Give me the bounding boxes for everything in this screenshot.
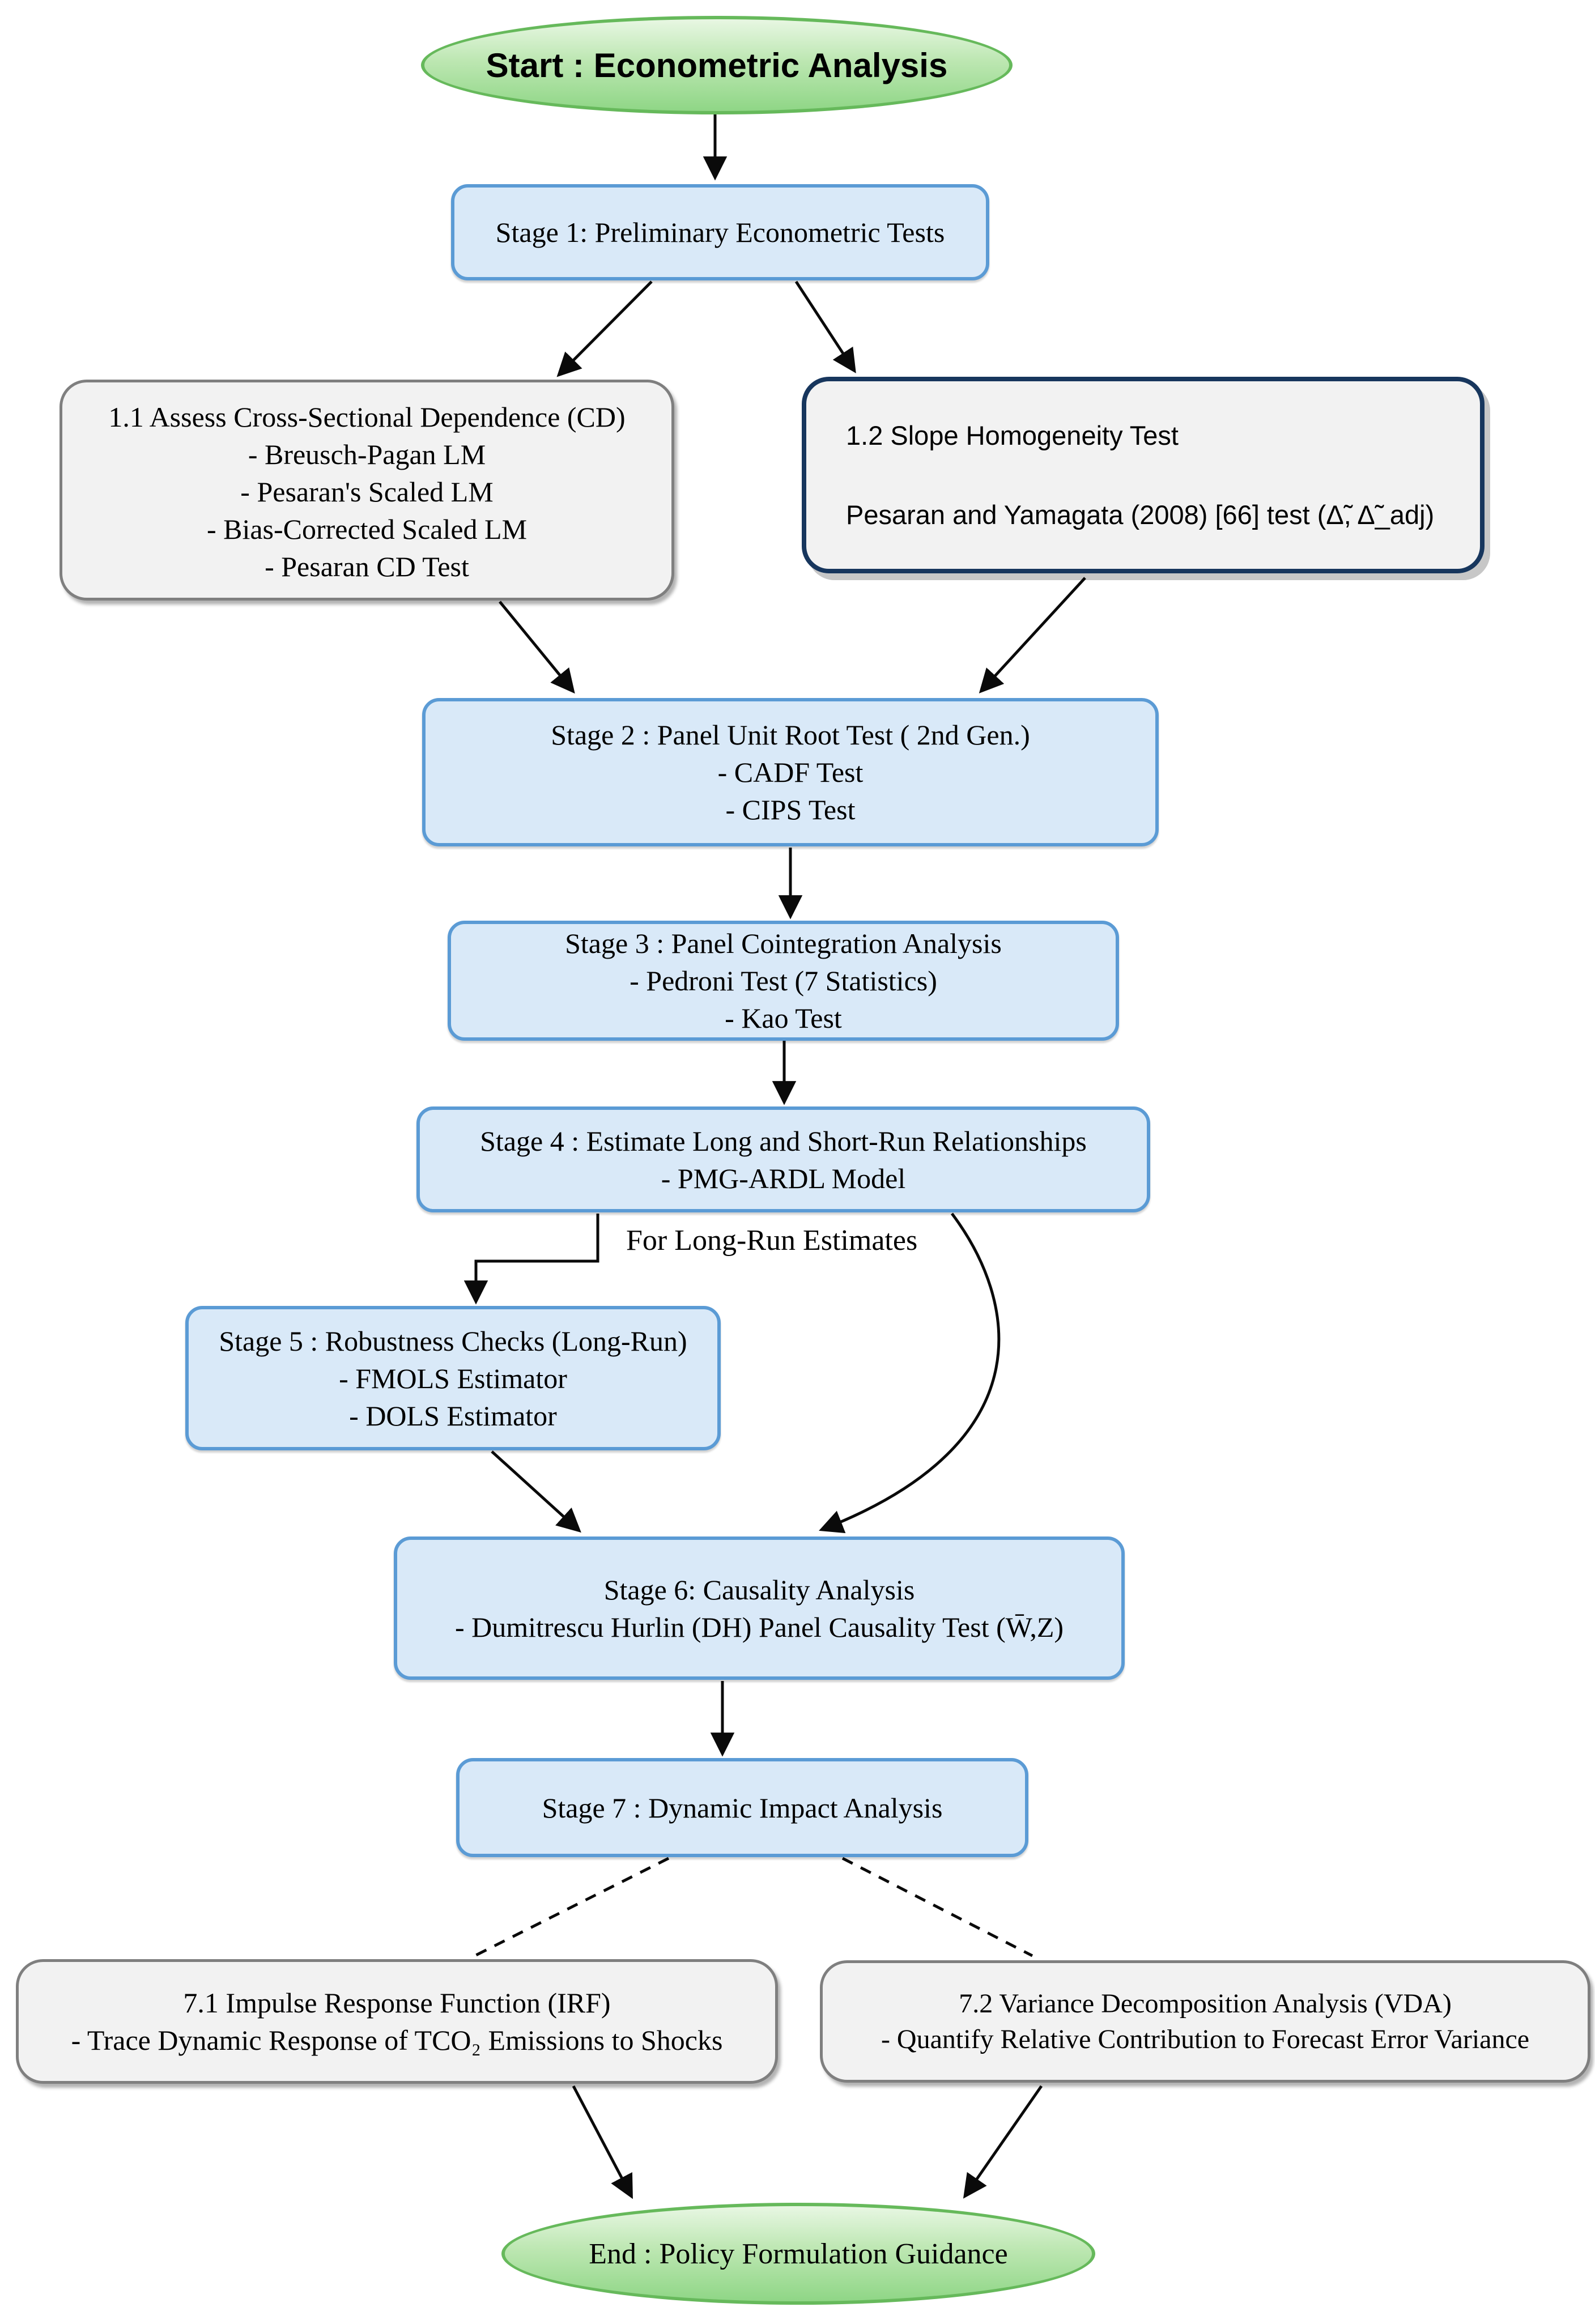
edge-stage7-to-box71-dashed — [474, 1857, 670, 1957]
edge-stage1-to-box12 — [794, 280, 856, 373]
stage4-title: Stage 4 : Estimate Long and Short-Run Re… — [480, 1125, 1087, 1157]
stage3-node: Stage 3 : Panel Cointegration Analysis -… — [448, 921, 1119, 1041]
stage2-bullet: - CADF Test — [717, 756, 864, 788]
box12-title: 1.2 Slope Homogeneity Test — [846, 420, 1179, 451]
stage3-bullet: - Kao Test — [725, 1002, 842, 1034]
box11-title: 1.1 Assess Cross-Sectional Dependence (C… — [108, 401, 626, 433]
box72-bullet: - Quantify Relative Contribution to Fore… — [881, 2024, 1530, 2054]
box11-node: 1.1 Assess Cross-Sectional Dependence (C… — [59, 380, 674, 601]
stage6-bullet: - Dumitrescu Hurlin (DH) Panel Causality… — [454, 1611, 1064, 1643]
edge-box72-to-end — [963, 2085, 1043, 2199]
stage2-node: Stage 2 : Panel Unit Root Test ( 2nd Gen… — [422, 698, 1159, 846]
edge-stage5-to-stage6 — [491, 1450, 581, 1533]
stage3-title: Stage 3 : Panel Cointegration Analysis — [565, 927, 1002, 959]
stage7-title: Stage 7 : Dynamic Impact Analysis — [542, 1791, 943, 1824]
start-node: Start : Econometric Analysis — [421, 16, 1013, 114]
box11-bullet: - Breusch-Pagan LM — [248, 439, 486, 470]
stage4-bullet: - PMG-ARDL Model — [661, 1162, 906, 1194]
stage1-title: Stage 1: Preliminary Econometric Tests — [495, 216, 945, 248]
long-run-estimates-edge-label: For Long-Run Estimates — [626, 1224, 918, 1257]
box72-node: 7.2 Variance Decomposition Analysis (VDA… — [820, 1960, 1590, 2083]
stage2-bullet: - CIPS Test — [725, 794, 856, 825]
box11-bullet: - Bias-Corrected Scaled LM — [206, 513, 528, 545]
box71-title: 7.1 Impulse Response Function (IRF) — [183, 1987, 611, 2019]
edge-stage7-to-box72-dashed — [841, 1857, 1033, 1957]
stage1-node: Stage 1: Preliminary Econometric Tests — [451, 184, 989, 280]
end-label: End : Policy Formulation Guidance — [589, 2237, 1008, 2270]
stage5-bullet: - FMOLS Estimator — [339, 1362, 567, 1394]
edge-box12-to-stage2 — [979, 577, 1086, 693]
box12-node: 1.2 Slope Homogeneity Test Pesaran and Y… — [802, 377, 1485, 573]
end-node: End : Policy Formulation Guidance — [501, 2203, 1095, 2305]
box71-bullet: - Trace Dynamic Response of TCO₂ Emissio… — [71, 2024, 723, 2056]
stage4-node: Stage 4 : Estimate Long and Short-Run Re… — [416, 1106, 1150, 1212]
stage5-title: Stage 5 : Robustness Checks (Long-Run) — [219, 1325, 687, 1357]
box11-bullet: - Pesaran CD Test — [265, 551, 469, 582]
edge-box11-to-stage2 — [499, 601, 575, 694]
box12-detail: Pesaran and Yamagata (2008) [66] test (Δ… — [846, 499, 1435, 530]
stage5-bullet: - DOLS Estimator — [349, 1399, 557, 1432]
edge-stage4-to-stage6-curve — [819, 1212, 1001, 1534]
stage2-title: Stage 2 : Panel Unit Root Test ( 2nd Gen… — [551, 719, 1030, 751]
edge-box71-to-end — [572, 2085, 633, 2199]
box72-title: 7.2 Variance Decomposition Analysis (VDA… — [959, 1988, 1452, 2019]
box11-bullet: - Pesaran's Scaled LM — [240, 476, 494, 508]
stage3-bullet: - Pedroni Test (7 Statistics) — [630, 965, 937, 997]
edge-stage4-to-stage5-elbow — [463, 1214, 599, 1305]
stage5-node: Stage 5 : Robustness Checks (Long-Run) -… — [185, 1306, 721, 1450]
stage6-node: Stage 6: Causality Analysis - Dumitrescu… — [394, 1536, 1125, 1680]
edge-stage1-to-box11 — [556, 280, 653, 377]
stage6-title: Stage 6: Causality Analysis — [603, 1574, 915, 1606]
box71-node: 7.1 Impulse Response Function (IRF) - Tr… — [16, 1959, 778, 2084]
start-label: Start : Econometric Analysis — [486, 46, 948, 84]
stage7-node: Stage 7 : Dynamic Impact Analysis — [456, 1758, 1028, 1857]
